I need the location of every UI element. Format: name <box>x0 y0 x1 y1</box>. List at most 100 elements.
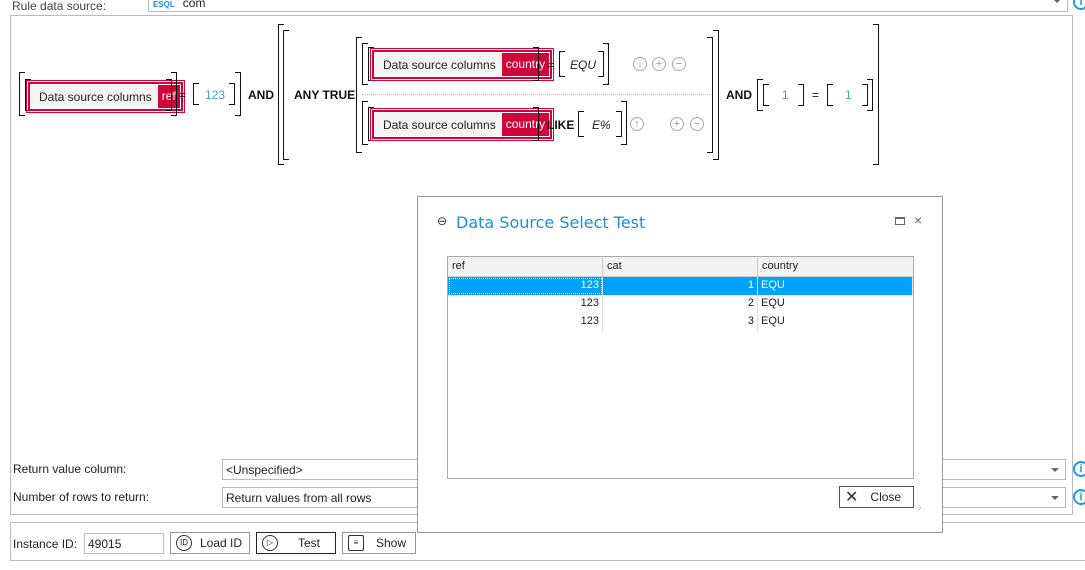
bracket <box>368 47 374 81</box>
document-icon: ≡ <box>348 535 364 551</box>
column-source-label: Data source columns <box>383 117 496 132</box>
remove-icon[interactable]: − <box>672 57 686 71</box>
rule-data-source-value: com <box>182 0 206 10</box>
cell: EQU <box>761 297 785 309</box>
return-value-label: Return value column: <box>13 462 127 476</box>
close-x-icon: ✕ <box>845 489 859 506</box>
bracket <box>229 83 235 105</box>
bracket <box>19 72 25 116</box>
rule-data-source-label: Rule data source: <box>12 0 107 13</box>
instance-id-input[interactable]: 49015 <box>84 533 164 554</box>
return-value-text: <Unspecified> <box>226 463 303 477</box>
cell: 3 <box>603 313 758 331</box>
bracket <box>873 24 879 165</box>
close-label: Close <box>870 490 902 504</box>
column-tag: country <box>501 53 550 76</box>
bracket <box>763 84 769 106</box>
bracket <box>193 83 199 105</box>
cell: 2 <box>603 295 758 313</box>
operator[interactable]: = <box>179 88 187 102</box>
value-input[interactable]: EQU <box>570 58 597 72</box>
and-operator[interactable]: AND <box>248 88 274 102</box>
play-icon: ▷ <box>262 535 278 551</box>
cell: 123 <box>448 313 603 331</box>
bracket <box>603 43 609 85</box>
cell: EQU <box>761 315 785 327</box>
info-icon[interactable]: i <box>1073 461 1085 477</box>
bracket <box>166 79 172 111</box>
column-header-ref[interactable]: ref <box>448 257 603 276</box>
bracket <box>707 37 713 153</box>
cell: 123 <box>448 295 603 313</box>
value-input[interactable]: E% <box>592 118 611 132</box>
and-operator[interactable]: AND <box>726 88 752 102</box>
rule-data-source-select[interactable]: ESQL com <box>148 0 1068 12</box>
show-label: Show <box>376 536 407 550</box>
bracket <box>598 51 604 77</box>
cell: EQU <box>758 277 913 295</box>
column-source-label: Data source columns <box>383 57 496 72</box>
info-icon[interactable]: i <box>1073 0 1085 10</box>
bracket <box>368 107 374 141</box>
cell: 123 <box>448 277 603 295</box>
operator[interactable]: = <box>547 58 555 72</box>
load-id-button[interactable]: ID Load ID <box>170 532 250 554</box>
any-true-operator[interactable]: ANY TRUE <box>294 88 356 102</box>
value-input[interactable]: 1 <box>782 88 789 102</box>
close-button[interactable]: ✕ Close <box>839 486 914 508</box>
remove-icon[interactable]: − <box>690 117 704 131</box>
load-id-label: Load ID <box>200 536 243 550</box>
column-header-country[interactable]: country <box>762 260 799 272</box>
esql-icon: ESQL <box>153 0 175 9</box>
add-icon[interactable]: + <box>670 117 684 131</box>
rule-editor-panel <box>10 15 1073 450</box>
like-operator[interactable]: LIKE <box>547 118 575 132</box>
value-input[interactable]: 123 <box>205 88 226 102</box>
instance-id-label: Instance ID: <box>13 537 78 551</box>
move-down-icon[interactable]: ↓ <box>633 57 647 71</box>
bracket <box>827 84 833 106</box>
bracket <box>862 84 868 106</box>
test-label: Test <box>298 536 321 550</box>
resize-grip-icon[interactable]: ⁘ <box>915 503 923 513</box>
column-tag: country <box>501 113 550 136</box>
close-icon[interactable]: × <box>914 212 923 228</box>
column-selector-country[interactable]: Data source columns country <box>369 108 555 141</box>
column-source-label: Data source columns <box>39 89 152 104</box>
bracket <box>616 111 622 137</box>
bracket <box>278 24 284 165</box>
column-tag: ref <box>157 85 180 108</box>
bracket <box>559 51 565 77</box>
cell: 1 <box>603 277 758 295</box>
bracket <box>798 84 804 106</box>
bracket <box>867 79 873 111</box>
info-icon[interactable]: i <box>1073 489 1085 505</box>
link-icon: ⊖ <box>437 214 448 228</box>
separator <box>362 94 710 95</box>
rows-label: Number of rows to return: <box>13 490 150 504</box>
grid-header: ref cat country <box>448 257 913 277</box>
rows-text: Return values from all rows <box>226 491 372 505</box>
move-up-icon[interactable]: ↑ <box>630 117 644 131</box>
test-button[interactable]: ▷ Test <box>256 532 336 554</box>
bracket <box>356 37 362 153</box>
bracket <box>621 101 627 145</box>
column-selector-country[interactable]: Data source columns country <box>369 48 555 81</box>
maximize-icon[interactable] <box>895 217 905 225</box>
show-button[interactable]: ≡ Show <box>342 532 416 554</box>
bracket <box>283 30 289 160</box>
value-input[interactable]: 1 <box>845 88 852 102</box>
bracket <box>362 101 368 145</box>
column-selector-ref[interactable]: Data source columns ref <box>26 80 185 113</box>
load-id-icon: ID <box>176 535 192 551</box>
operator[interactable]: = <box>812 88 820 102</box>
bracket <box>757 79 763 111</box>
column-header-cat[interactable]: cat <box>603 257 758 276</box>
bracket <box>235 72 241 116</box>
add-icon[interactable]: + <box>652 57 666 71</box>
bracket <box>362 43 368 85</box>
